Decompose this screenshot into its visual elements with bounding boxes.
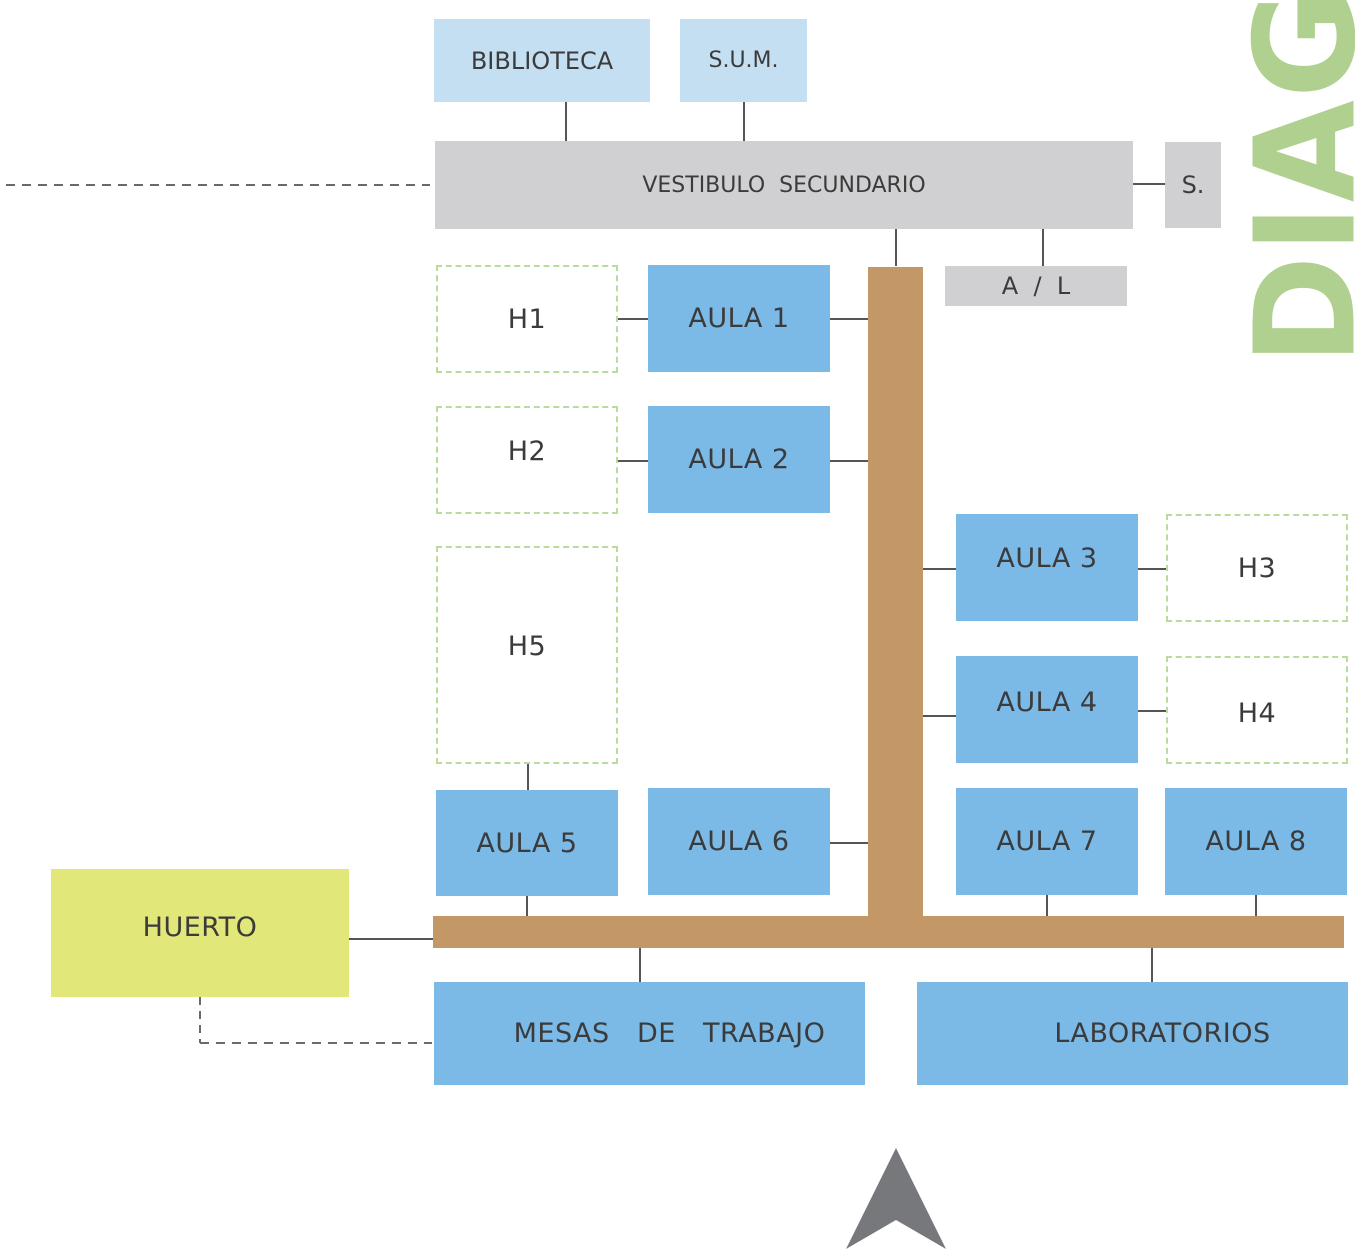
- aula3-label: AULA 3: [996, 543, 1098, 574]
- corridor-horizontal: [433, 916, 1344, 948]
- sum-label: S.U.M.: [708, 48, 779, 73]
- connector-aula2-corridor: [830, 460, 868, 462]
- huerto-label: HUERTO: [142, 911, 258, 943]
- sum-box: S.U.M.: [680, 19, 807, 102]
- connector-corridor-aula4: [923, 715, 956, 717]
- h4-box: H4: [1166, 656, 1348, 764]
- connector-sum: [743, 102, 745, 141]
- connector-vestibulo-corridor: [895, 229, 897, 266]
- laboratorios-box: LABORATORIOS: [917, 982, 1348, 1085]
- connector-aula5-corridor: [526, 896, 528, 916]
- h2-box: H2: [436, 406, 618, 514]
- aula6-label: AULA 6: [688, 826, 790, 857]
- aula8-label: AULA 8: [1205, 826, 1307, 857]
- aula5-label: AULA 5: [476, 827, 578, 859]
- diagram-title-text: DIAGRAM: [1229, 0, 1355, 365]
- h5-box: H5: [436, 546, 618, 764]
- aula8-box: AULA 8: [1165, 788, 1347, 895]
- aula4-label: AULA 4: [996, 687, 1098, 718]
- biblioteca-box: BIBLIOTECA: [434, 19, 650, 102]
- aula3-box: AULA 3: [956, 514, 1138, 621]
- vestibulo-label: VESTIBULO SECUNDARIO: [642, 172, 926, 198]
- connector-h5-aula5: [527, 764, 529, 790]
- connector-s: [1133, 183, 1165, 185]
- connector-aula8-corridor: [1255, 895, 1257, 916]
- al-box: A / L: [945, 266, 1127, 306]
- h4-label: H4: [1237, 697, 1277, 729]
- dashed-link-huerto: [199, 997, 432, 1044]
- aula7-label: AULA 7: [996, 826, 1098, 857]
- diagram-title: DIAGRAM: [1229, 0, 1355, 370]
- aula5-box: AULA 5: [436, 790, 618, 896]
- corridor-vertical: [868, 267, 923, 918]
- h2-label: H2: [507, 435, 547, 467]
- huerto-box: HUERTO: [51, 869, 349, 997]
- connector-huerto-corridor: [349, 938, 433, 940]
- dashed-link-left: [6, 184, 430, 186]
- vestibulo-box: VESTIBULO SECUNDARIO: [435, 141, 1133, 229]
- biblioteca-label: BIBLIOTECA: [470, 46, 614, 75]
- aula4-box: AULA 4: [956, 656, 1138, 763]
- aula2-box: AULA 2: [648, 406, 830, 513]
- connector-biblioteca: [565, 102, 567, 141]
- connector-corridor-laboratorios: [1151, 948, 1153, 982]
- s-label: S.: [1181, 171, 1205, 199]
- connector-aula3-h3: [1138, 568, 1166, 570]
- al-label: A / L: [1001, 272, 1071, 300]
- connector-aula1-corridor: [830, 318, 868, 320]
- mesas-label: MESAS DE TRABAJO: [513, 1018, 826, 1049]
- h1-label: H1: [507, 303, 547, 335]
- h5-label: H5: [507, 630, 547, 662]
- aula1-box: AULA 1: [648, 265, 830, 372]
- connector-aula6-corridor: [830, 842, 868, 844]
- connector-corridor-aula3: [923, 568, 956, 570]
- connector-h2-aula2: [618, 460, 648, 462]
- aula7-box: AULA 7: [956, 788, 1138, 895]
- connector-vestibulo-al: [1042, 229, 1044, 266]
- connector-aula4-h4: [1138, 710, 1166, 712]
- laboratorios-label: LABORATORIOS: [1054, 1018, 1271, 1049]
- north-arrow-icon: [846, 1148, 946, 1249]
- h3-label: H3: [1237, 552, 1277, 584]
- connector-h1-aula1: [618, 318, 648, 320]
- s-box: S.: [1165, 142, 1221, 228]
- h3-box: H3: [1166, 514, 1348, 622]
- aula2-label: AULA 2: [688, 444, 790, 475]
- aula6-box: AULA 6: [648, 788, 830, 895]
- h1-box: H1: [436, 265, 618, 373]
- mesas-box: MESAS DE TRABAJO: [434, 982, 865, 1085]
- connector-aula7-corridor: [1046, 895, 1048, 916]
- aula1-label: AULA 1: [688, 303, 790, 334]
- connector-corridor-mesas: [639, 948, 641, 982]
